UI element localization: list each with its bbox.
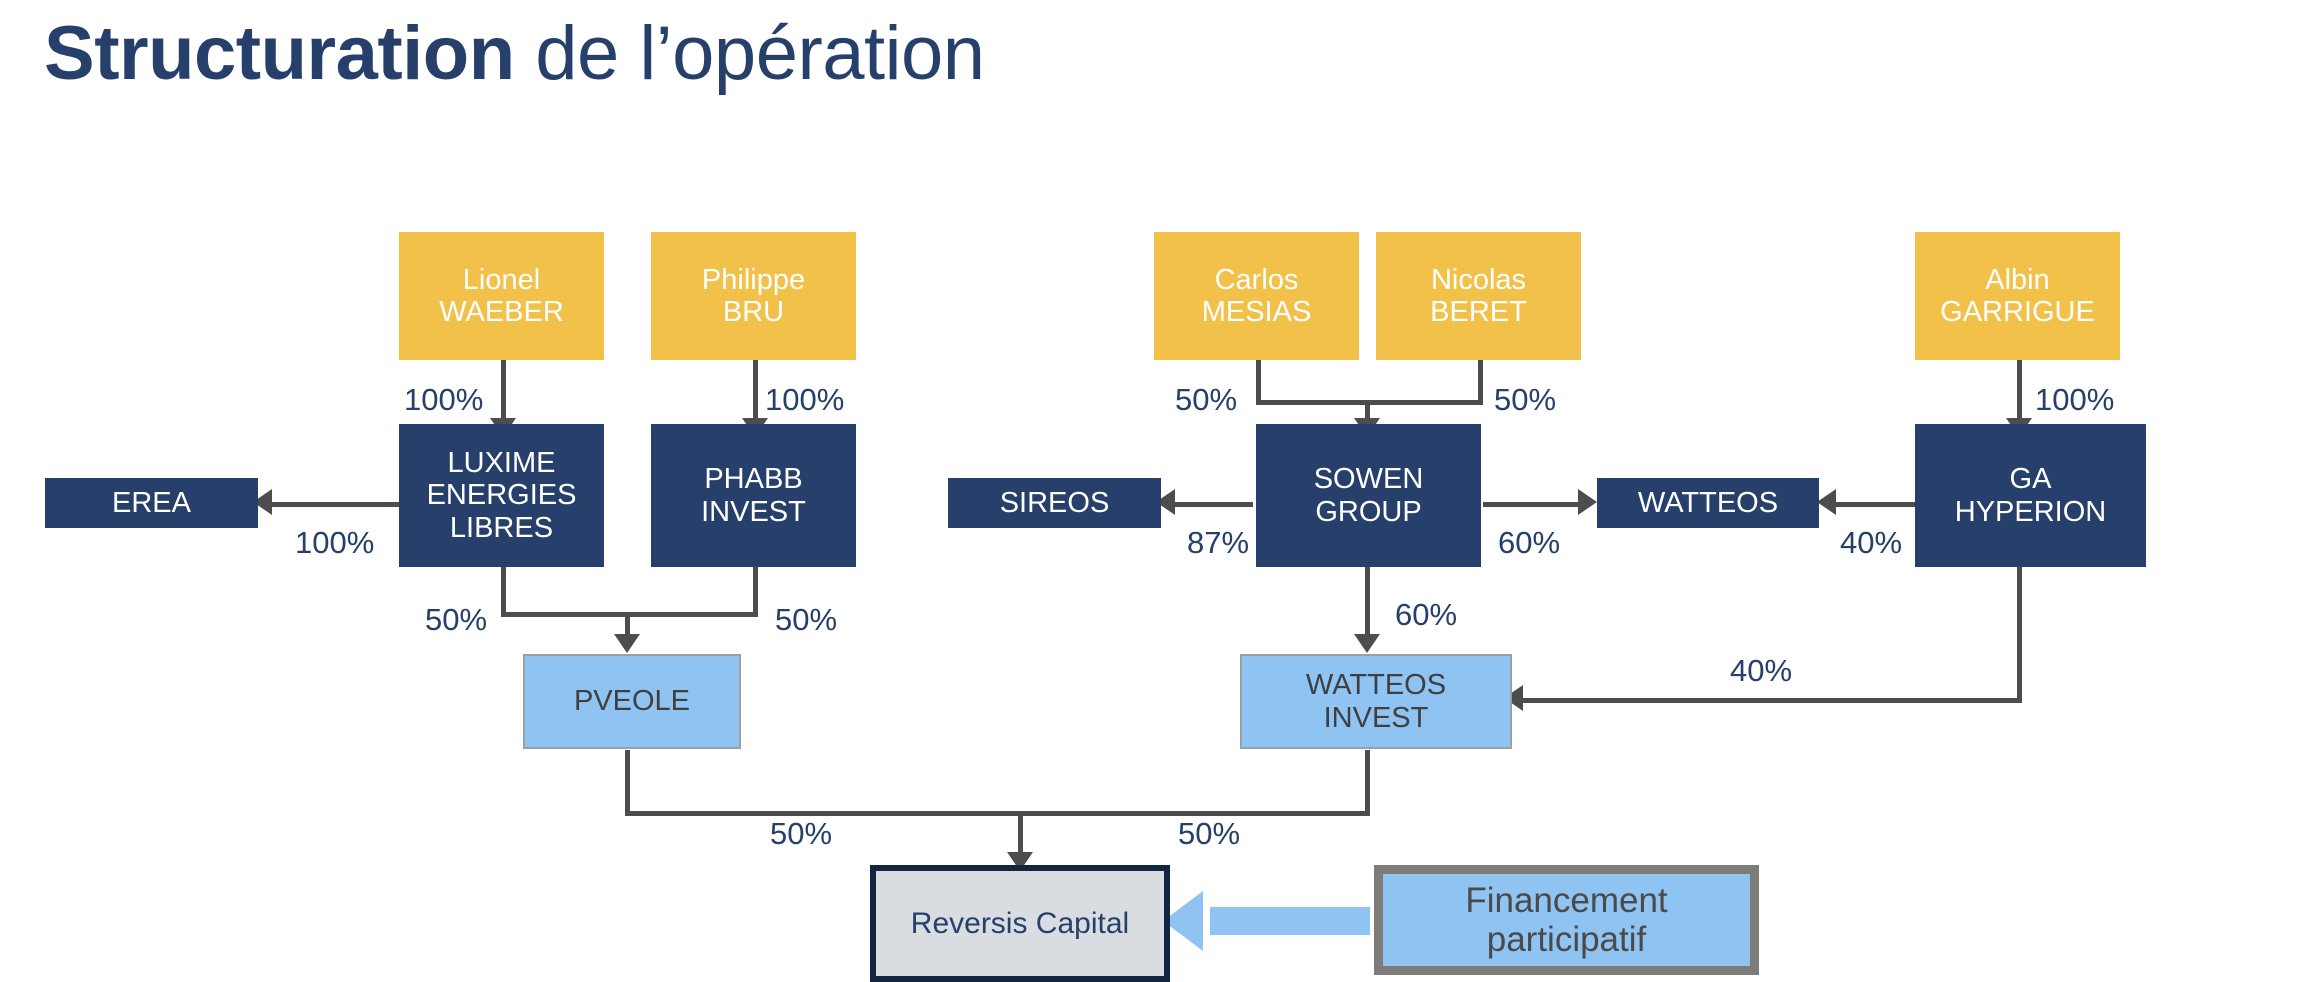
node-albin-garrigue-line1: Albin bbox=[1985, 263, 2050, 296]
connector-hyperion-down bbox=[2017, 565, 2022, 702]
node-erea[interactable]: EREA bbox=[45, 478, 258, 528]
node-watteos[interactable]: WATTEOS bbox=[1597, 478, 1819, 528]
arrowhead-watteosinvest-in bbox=[1354, 634, 1380, 653]
node-nicolas-beret-line1: Nicolas bbox=[1430, 263, 1527, 296]
node-pveole[interactable]: PVEOLE bbox=[523, 654, 741, 749]
node-ga-hyperion[interactable]: GA HYPERION bbox=[1915, 424, 2146, 567]
connector-pveole-watteosinvest-join bbox=[625, 811, 1370, 816]
node-sowen-group-line1: SOWEN bbox=[1313, 463, 1424, 496]
pct-phabb-pveole: 50% bbox=[775, 602, 838, 637]
connector-mesias-down bbox=[1256, 360, 1261, 405]
node-philippe-bru-line2: BRU bbox=[722, 296, 785, 328]
connector-reversis-stem bbox=[1018, 811, 1023, 856]
connector-pveole-stem bbox=[625, 612, 630, 638]
connector-garrigue-hyperion bbox=[2017, 360, 2022, 422]
connector-watteosinvest-down bbox=[1365, 750, 1370, 815]
connector-luxime-down bbox=[501, 565, 506, 617]
node-albin-garrigue[interactable]: Albin GARRIGUE bbox=[1915, 232, 2120, 360]
connector-sowen-watteosinvest bbox=[1365, 565, 1370, 638]
node-carlos-mesias[interactable]: Carlos MESIAS bbox=[1154, 232, 1359, 360]
pct-sowen-watteos: 60% bbox=[1498, 525, 1561, 560]
connector-hyperion-watteosinvest bbox=[1513, 698, 2022, 703]
node-sowen-group[interactable]: SOWEN GROUP bbox=[1256, 424, 1481, 567]
node-watteos-invest-line2: INVEST bbox=[1323, 701, 1429, 734]
node-luxime-line1: LUXIME bbox=[447, 446, 556, 479]
connector-sowen-watteos bbox=[1483, 502, 1580, 507]
node-albin-garrigue-line2: GARRIGUE bbox=[1940, 296, 2095, 328]
page-title: Structuration de l’opération bbox=[44, 6, 985, 102]
pct-hyperion-watteosinvest: 40% bbox=[1730, 653, 1793, 688]
node-watteos-label: WATTEOS bbox=[1637, 486, 1779, 519]
pct-sowen-sireos: 87% bbox=[1187, 525, 1250, 560]
connector-beret-down bbox=[1478, 360, 1483, 405]
node-ga-hyperion-line2: HYPERION bbox=[1954, 495, 2107, 528]
node-financement-line2: participatif bbox=[1486, 920, 1647, 959]
pct-hyperion-watteos: 40% bbox=[1840, 525, 1903, 560]
node-luxime-energies-libres[interactable]: LUXIME ENERGIES LIBRES bbox=[399, 424, 604, 567]
connector-phabb-down bbox=[753, 565, 758, 617]
node-philippe-bru[interactable]: Philippe BRU bbox=[651, 232, 856, 360]
connector-sowen-sireos bbox=[1165, 502, 1253, 507]
node-watteos-invest[interactable]: WATTEOS INVEST bbox=[1240, 654, 1512, 749]
node-financement-line1: Financement bbox=[1465, 880, 1668, 920]
arrowhead-watteos-from-sowen bbox=[1578, 489, 1597, 515]
node-phabb-invest-line2: INVEST bbox=[701, 495, 806, 528]
node-pveole-label: PVEOLE bbox=[573, 685, 691, 718]
node-reversis-capital[interactable]: Reversis Capital bbox=[870, 865, 1170, 982]
node-nicolas-beret[interactable]: Nicolas BERET bbox=[1376, 232, 1581, 360]
pct-sowen-watteosinvest: 60% bbox=[1395, 597, 1458, 632]
node-reversis-capital-label: Reversis Capital bbox=[910, 906, 1130, 940]
page-title-rest: de l’opération bbox=[514, 11, 985, 96]
node-watteos-invest-line1: WATTEOS bbox=[1305, 669, 1447, 702]
node-luxime-line3: LIBRES bbox=[449, 511, 554, 544]
node-carlos-mesias-line1: Carlos bbox=[1214, 263, 1299, 296]
pct-waeber-luxime: 100% bbox=[404, 382, 484, 417]
node-philippe-bru-line1: Philippe bbox=[701, 263, 806, 296]
connector-waeber-luxime bbox=[501, 360, 506, 422]
node-sowen-group-line2: GROUP bbox=[1315, 495, 1422, 528]
node-ga-hyperion-line1: GA bbox=[2009, 463, 2052, 496]
pct-garrigue-hyperion: 100% bbox=[2035, 382, 2115, 417]
connector-luxime-erea bbox=[262, 502, 402, 507]
funding-arrow-shaft bbox=[1210, 907, 1370, 935]
node-erea-label: EREA bbox=[112, 486, 191, 519]
pct-bru-phabb: 100% bbox=[765, 382, 845, 417]
node-sireos-label: SIREOS bbox=[999, 486, 1110, 519]
node-phabb-invest-line1: PHABB bbox=[704, 463, 803, 496]
node-lionel-waeber-line1: Lionel bbox=[462, 263, 541, 296]
pct-watteosinvest-reversis: 50% bbox=[1178, 816, 1241, 851]
pct-luxime-erea: 100% bbox=[295, 525, 375, 560]
node-sireos[interactable]: SIREOS bbox=[948, 478, 1161, 528]
arrowhead-watteos-from-hyperion bbox=[1817, 489, 1836, 515]
node-nicolas-beret-line2: BERET bbox=[1430, 296, 1527, 328]
pct-beret-sowen: 50% bbox=[1494, 382, 1557, 417]
node-lionel-waeber[interactable]: Lionel WAEBER bbox=[399, 232, 604, 360]
connector-sowen-stem bbox=[1365, 400, 1370, 422]
arrowhead-pveole-in bbox=[614, 634, 640, 653]
node-carlos-mesias-line2: MESIAS bbox=[1201, 296, 1312, 328]
pct-luxime-pveole: 50% bbox=[425, 602, 488, 637]
node-financement-participatif[interactable]: Financement participatif bbox=[1374, 865, 1759, 975]
node-luxime-line2: ENERGIES bbox=[426, 479, 577, 512]
node-phabb-invest[interactable]: PHABB INVEST bbox=[651, 424, 856, 567]
pct-mesias-sowen: 50% bbox=[1175, 382, 1238, 417]
page-title-bold: Structuration bbox=[44, 11, 515, 96]
node-lionel-waeber-line2: WAEBER bbox=[439, 296, 564, 328]
connector-hyperion-watteos bbox=[1826, 502, 1924, 507]
pct-pveole-reversis: 50% bbox=[770, 816, 833, 851]
connector-bru-phabb bbox=[753, 360, 758, 422]
connector-pveole-down bbox=[625, 750, 630, 815]
